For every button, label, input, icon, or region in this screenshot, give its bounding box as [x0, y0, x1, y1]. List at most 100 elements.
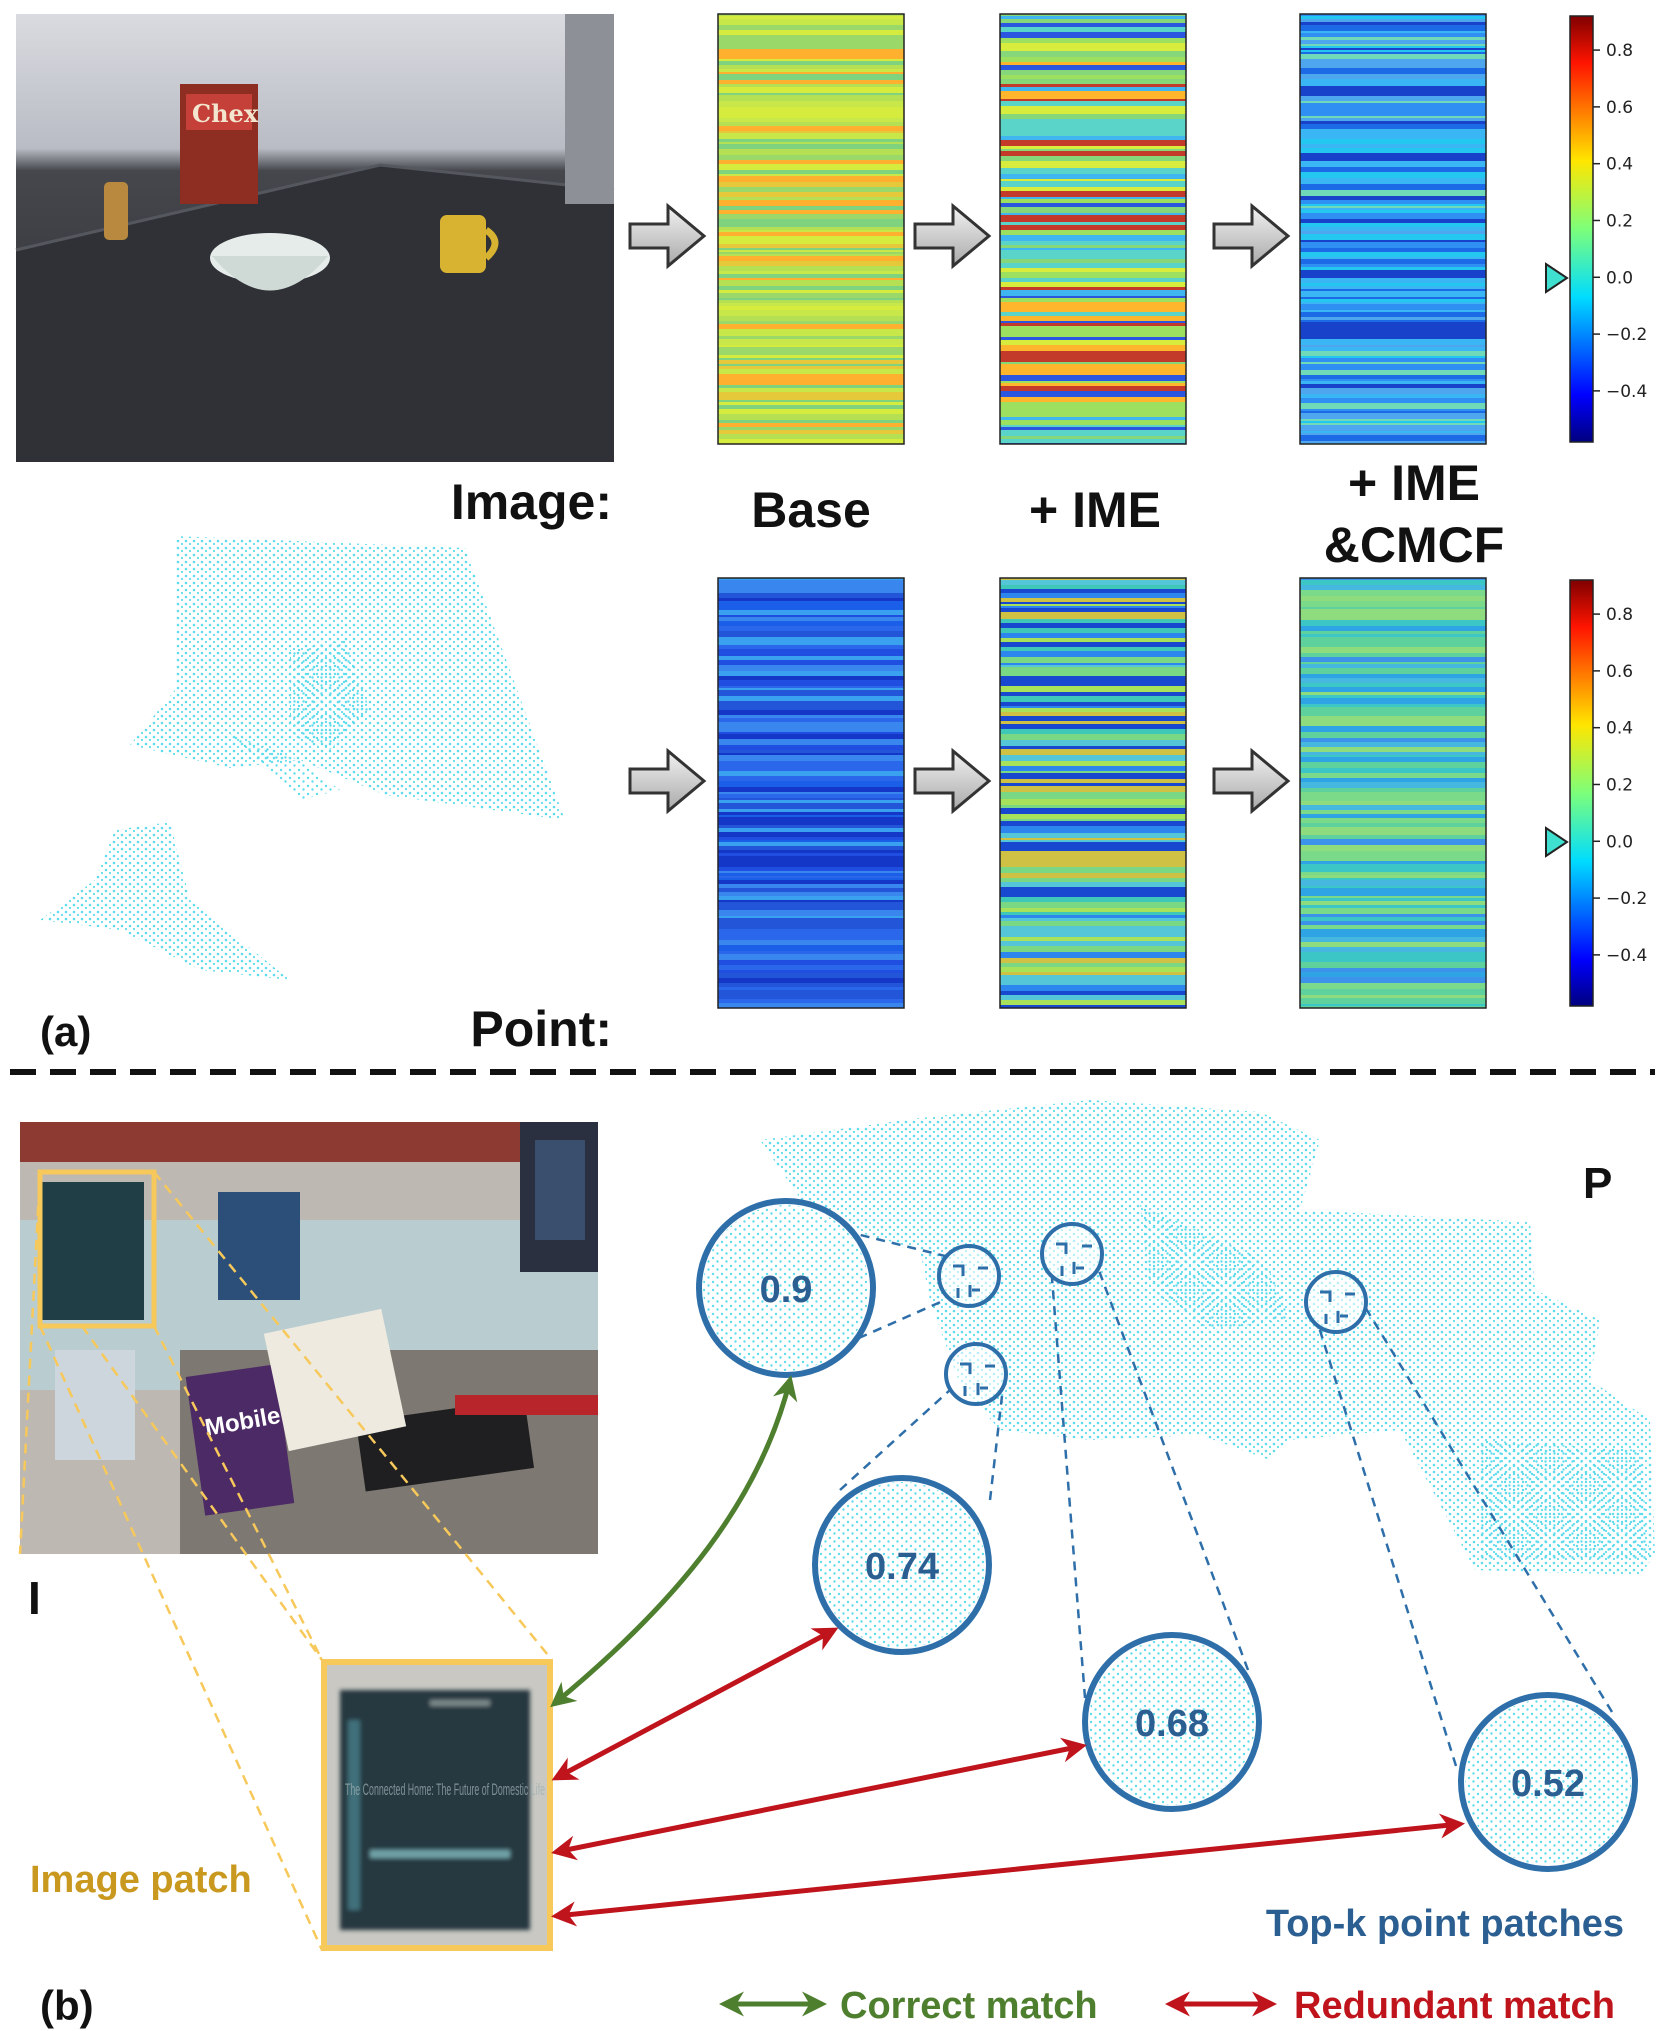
- heatmap-stripe: [718, 439, 904, 444]
- heatmap-stripe: [1000, 19, 1186, 23]
- heatmap-stripe: [1300, 310, 1486, 312]
- heatmap-stripe: [718, 585, 904, 587]
- heatmap-stripe: [1000, 156, 1186, 161]
- heatmap-stripe: [718, 434, 904, 439]
- heatmap-stripe: [1300, 601, 1486, 607]
- heatmap-stripe: [1300, 814, 1486, 818]
- heatmap-stripe: [1000, 937, 1186, 941]
- heatmap-stripe: [718, 420, 904, 423]
- heatmap-stripe: [718, 642, 904, 645]
- heatmap-stripe: [718, 894, 904, 896]
- heatmap-stripe: [1300, 782, 1486, 788]
- heatmap-stripe: [1300, 832, 1486, 835]
- heatmap-stripe: [1300, 148, 1486, 153]
- heatmap-stripe: [718, 176, 904, 182]
- score-circle-2: 0.74: [812, 1475, 992, 1655]
- heatmap-stripe: [718, 701, 904, 706]
- heatmap-stripe: [718, 846, 904, 850]
- heatmap-stripe: [718, 973, 904, 978]
- heatmap-stripe: [1000, 215, 1186, 217]
- heatmap-stripe: [718, 626, 904, 631]
- heatmap-stripe: [1300, 413, 1486, 419]
- heatmap-stripe: [1000, 225, 1186, 230]
- heatmap-stripe: [1300, 248, 1486, 252]
- heatmap-stripe: [1000, 51, 1186, 57]
- heatmap-stripe: [718, 261, 904, 266]
- small-patch-1: [937, 1244, 1001, 1308]
- score-circle-3: 0.68: [1082, 1632, 1262, 1812]
- colorbar-tick-label: 0.4: [1606, 719, 1633, 739]
- heatmap-stripe: [718, 1003, 904, 1008]
- colorbar-tick-label: −0.2: [1606, 889, 1647, 909]
- heatmap-stripe: [1000, 912, 1186, 915]
- heatmap-stripe: [718, 940, 904, 945]
- heatmap-stripe: [718, 170, 904, 174]
- heatmap-stripe: [1300, 129, 1486, 133]
- heatmap-stripe: [1300, 596, 1486, 601]
- heatmap-stripe: [1000, 386, 1186, 391]
- heatmap-stripe: [718, 888, 904, 892]
- heatmap-stripe: [1300, 962, 1486, 968]
- heatmap-stripe: [1000, 250, 1186, 255]
- heatmap-stripe: [1000, 963, 1186, 967]
- heatmap-stripe: [1300, 153, 1486, 158]
- heatmap-stripe: [1300, 356, 1486, 358]
- heatmap-stripe: [1300, 257, 1486, 259]
- heatmap-stripe: [1300, 886, 1486, 888]
- heatmap-stripe: [1000, 130, 1186, 134]
- heatmap-stripe: [718, 345, 904, 347]
- heatmap-stripe: [718, 174, 904, 176]
- heatmap-stripe: [1000, 686, 1186, 692]
- heatmap-stripe: [718, 856, 904, 862]
- heatmap-stripe: [1000, 402, 1186, 406]
- heatmap-stripe: [718, 803, 904, 807]
- colorbar-tick-label: 0.8: [1606, 41, 1633, 61]
- heatmap-stripe: [1300, 31, 1486, 33]
- heatmap-stripe: [1000, 439, 1186, 443]
- heatmap-stripe: [1300, 68, 1486, 74]
- heatmap-stripe: [1000, 197, 1186, 199]
- heatmap-stripe: [718, 660, 904, 665]
- heatmap-stripe: [1000, 681, 1186, 686]
- heatmap-stripe: [1300, 968, 1486, 972]
- heatmap-stripe: [1000, 814, 1186, 819]
- heatmap-stripe: [718, 970, 904, 973]
- heatmap-stripe: [718, 206, 904, 210]
- heatmap-stripe: [1000, 16, 1186, 19]
- heatmap-stripe: [1300, 388, 1486, 394]
- heatmap-stripe: [1300, 615, 1486, 620]
- heatmap-stripe: [1000, 351, 1186, 357]
- heatmap-stripe: [1300, 351, 1486, 354]
- heatmap-stripe: [718, 258, 904, 261]
- heatmap-stripe: [1300, 762, 1486, 768]
- heatmap-stripe: [718, 598, 904, 601]
- heatmap-stripe: [718, 74, 904, 80]
- heatmap-stripe: [1300, 880, 1486, 886]
- heatmap-stripe: [718, 850, 904, 853]
- heatmap-stripe: [1300, 742, 1486, 747]
- heatmap-stripe: [1000, 357, 1186, 362]
- heatmap-stripe: [1300, 893, 1486, 896]
- patch-book-title: The Connected Home: The Future of Domest…: [345, 1780, 545, 1799]
- heatmap-stripe: [1000, 819, 1186, 821]
- point-symbol: P: [1583, 1159, 1612, 1208]
- heatmap-stripe: [1300, 755, 1486, 757]
- heatmap-stripe: [718, 19, 904, 25]
- heatmap-stripe: [1000, 638, 1186, 642]
- heatmap-stripe: [1000, 578, 1186, 580]
- heatmap-stripe: [1300, 62, 1486, 68]
- heatmap-stripe: [718, 144, 904, 149]
- score-label: 0.68: [1135, 1703, 1209, 1745]
- heatmap-stripe: [1300, 347, 1486, 351]
- redundant-match-arrow-1: [551, 1627, 839, 1781]
- heatmap-stripe: [1000, 952, 1186, 958]
- heatmap-stripe: [1300, 433, 1486, 435]
- heatmap-stripe: [718, 214, 904, 219]
- heatmap-stripe: [1300, 59, 1486, 62]
- heatmap-stripe: [1000, 91, 1186, 94]
- heatmap-stripe: [718, 266, 904, 271]
- heatmap-stripe: [718, 876, 904, 878]
- heatmap-stripe: [1300, 752, 1486, 755]
- heatmap-stripe: [1000, 981, 1186, 985]
- heatmap-stripe: [718, 621, 904, 626]
